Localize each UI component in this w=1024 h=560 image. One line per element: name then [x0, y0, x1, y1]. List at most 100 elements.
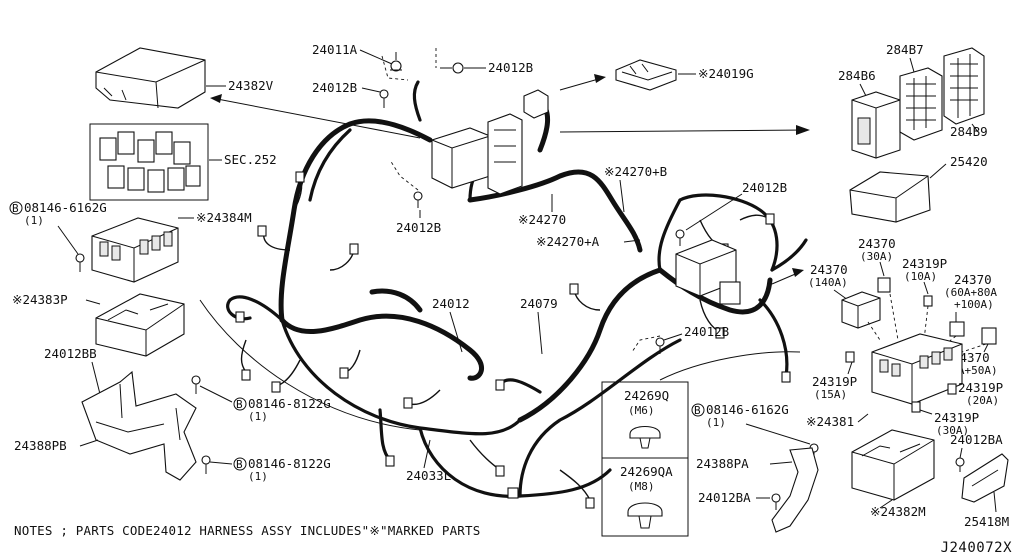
leader-24012B-d: [685, 193, 743, 231]
leader-24270B: [619, 179, 625, 213]
bolt-mark-a: B: [12, 202, 19, 215]
fuse-24319P-30A[interactable]: [911, 401, 921, 413]
label-24012BA-b: 24012BA: [950, 432, 1003, 447]
bolt-24012B-b[interactable]: [440, 62, 464, 74]
arrow-line-24382V: [211, 97, 421, 139]
bolt-24012B-a[interactable]: [379, 89, 389, 108]
label-24033L: 24033L: [406, 468, 451, 483]
label-24388PB: 24388PB: [14, 438, 67, 453]
bolt-24012BA-b[interactable]: [955, 457, 965, 472]
leader-24319P-15A: [847, 361, 853, 375]
label-24269Q: 24269Q: [624, 388, 669, 403]
fuse-24319P-15A[interactable]: [845, 351, 855, 363]
label-bolt-c-qty: (1): [248, 470, 268, 483]
part-24384M-fuse-block[interactable]: [91, 217, 179, 283]
label-24370-60A-sub: (60A+80A: [944, 286, 997, 299]
label-24012B-e: 24012B: [684, 324, 729, 339]
part-25418M-bracket[interactable]: [961, 453, 1009, 503]
label-24319P-20A-sub: (20A): [966, 394, 999, 407]
label-bolt-d-qty: (1): [706, 416, 726, 429]
part-24388PB-bracket[interactable]: [81, 370, 197, 481]
clip-box-group: [601, 381, 689, 537]
part-24382V-cover[interactable]: [95, 47, 206, 109]
leader-24319P-30A: [919, 409, 933, 415]
arrow-line-24019G: [559, 77, 603, 91]
bolt-08146-8122G-b-part[interactable]: [191, 375, 201, 394]
bolt-24012B-d[interactable]: [675, 229, 685, 246]
leader-24012B-a: [361, 87, 381, 93]
label-24370-140A-sub: (140A): [808, 276, 848, 289]
clip-24269Q-part[interactable]: [629, 425, 661, 449]
leader-24370-40A: [983, 343, 989, 353]
label-24269QA: 24269QA: [620, 464, 673, 479]
leader-bolt-c: [209, 461, 233, 465]
label-24370-60A: 24370: [954, 272, 992, 287]
leader-24319P-10A: [923, 281, 929, 295]
harness-relay-block-upper: [431, 113, 523, 195]
leader-24011A: [359, 49, 393, 65]
leader-24381: [857, 413, 869, 423]
label-24384M: ※24384M: [196, 210, 252, 225]
bolt-24012B-e[interactable]: [655, 337, 665, 354]
bolt-24012B-c[interactable]: [413, 191, 423, 208]
label-bolt-a-code: 08146-6162G: [24, 200, 107, 215]
clip-24269QA-part[interactable]: [627, 502, 663, 529]
label-24270B: ※24270+B: [604, 164, 667, 179]
label-24012BB: 24012BB: [44, 346, 97, 361]
label-24319P-30A-sub: (30A): [936, 424, 969, 437]
leader-284B7: [909, 57, 915, 73]
part-284B9-module[interactable]: [943, 47, 985, 125]
dash-24011A: [381, 55, 409, 81]
label-24319P-20A: 24319P: [958, 380, 1003, 395]
clip-24011A[interactable]: [390, 52, 402, 72]
part-24382M-fuse-case[interactable]: [851, 429, 935, 501]
label-24012B-b: 24012B: [488, 60, 533, 75]
part-24019G-connector[interactable]: [615, 59, 677, 91]
label-24012B-c: 24012B: [396, 220, 441, 235]
part-284B7-module[interactable]: [899, 67, 943, 141]
bolt-08146-8122G-c-part[interactable]: [201, 455, 211, 474]
arrow-head-24382V: [210, 94, 222, 103]
leader-24012BB: [91, 361, 101, 395]
label-24270: ※24270: [518, 212, 566, 227]
label-25420: 25420: [950, 154, 988, 169]
bolt-24012BA-a[interactable]: [771, 493, 781, 510]
arrow-head-fuse: [792, 268, 804, 277]
label-24319P-10A-sub: (10A): [904, 270, 937, 283]
label-24019G: ※24019G: [698, 66, 754, 81]
part-284B6-module[interactable]: [851, 91, 901, 159]
fuse-24319P-20A[interactable]: [947, 383, 957, 395]
body-outline-left: [199, 299, 421, 431]
label-24383P: ※24383P: [12, 292, 68, 307]
bolt-mark-b-circle: [233, 397, 247, 411]
leader-24383P: [85, 299, 101, 305]
part-24381-fuse-block[interactable]: [871, 333, 963, 405]
label-24370-60A-sub2: +100A): [954, 298, 994, 311]
leader-24388PA: [769, 461, 793, 465]
part-24388PA-bracket[interactable]: [771, 447, 819, 533]
relay-group-sec252[interactable]: [89, 123, 209, 201]
bolt-08146-6162G-a[interactable]: [75, 253, 85, 272]
leader-24382M: [879, 499, 893, 509]
fuse-24370-60A[interactable]: [949, 321, 965, 337]
label-bolt-b-code: 08146-8122G: [248, 396, 331, 411]
part-25420-cover[interactable]: [849, 171, 931, 223]
bolt-mark-b: B: [236, 398, 243, 411]
bolt-mark-a-circle: [9, 201, 23, 215]
leader-24033L: [423, 439, 431, 469]
label-24012: 24012: [432, 296, 470, 311]
leader-bolt-d: [745, 423, 811, 445]
fuse-24370-140A[interactable]: [841, 291, 881, 329]
dash-24012B-c: [389, 159, 419, 191]
clip-box-24269QA: [601, 457, 689, 537]
fuse-24319P-10A[interactable]: [923, 295, 933, 307]
fuse-24370-40A[interactable]: [981, 327, 997, 345]
leader-284B6: [859, 83, 867, 97]
part-24383P-case[interactable]: [95, 293, 185, 357]
main-harness-24012[interactable]: [226, 80, 808, 501]
fuse-24370-30A[interactable]: [877, 277, 891, 293]
leader-24012: [449, 311, 463, 353]
leader-25420: [929, 163, 947, 179]
arrow-line-right: [559, 129, 807, 133]
